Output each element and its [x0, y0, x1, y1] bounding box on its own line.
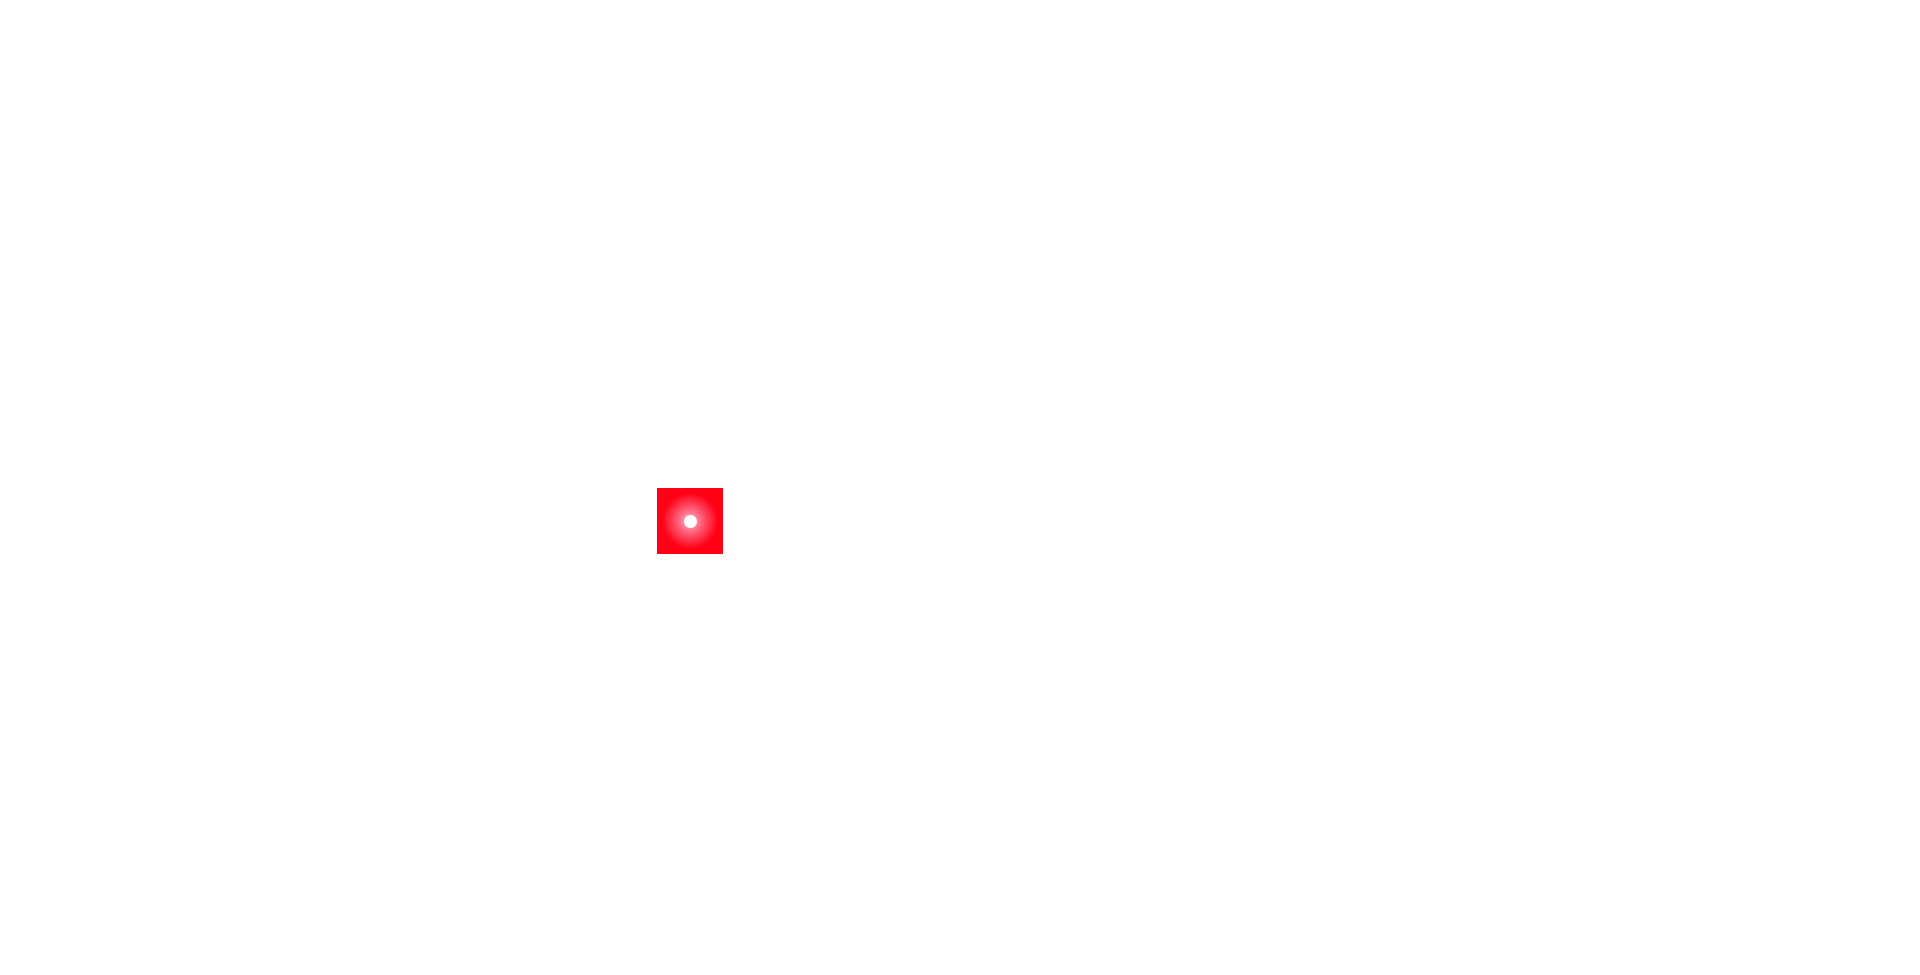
click-target-marker[interactable] — [657, 488, 723, 554]
target-dot-icon — [683, 514, 697, 528]
